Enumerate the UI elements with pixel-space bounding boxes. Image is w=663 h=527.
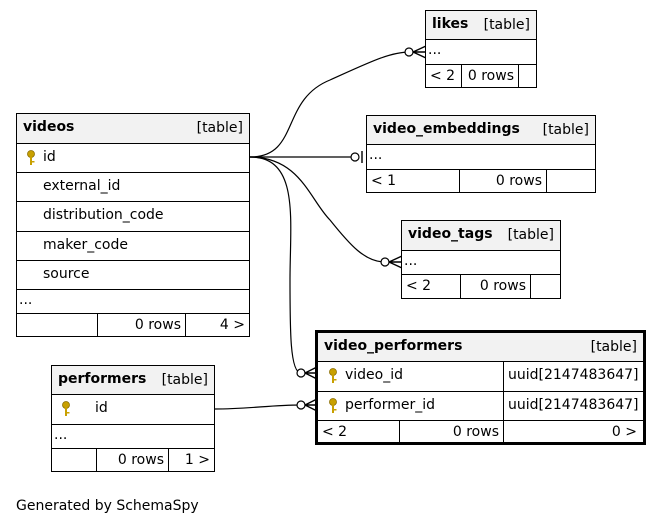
table-videos[interactable]: videos [table] id external_id distributi… bbox=[16, 113, 250, 337]
column-name: performer_id bbox=[345, 397, 436, 413]
table-type: [table] bbox=[542, 122, 589, 138]
column-row: distribution_code bbox=[17, 202, 249, 232]
column-row: external_id bbox=[17, 173, 249, 202]
column-row: id bbox=[17, 144, 249, 173]
table-name: video_tags bbox=[408, 226, 493, 242]
column-type: uuid[2147483647] bbox=[503, 392, 643, 420]
footer-parents: < 2 bbox=[406, 278, 432, 294]
more-columns: ... bbox=[17, 290, 249, 314]
key-icon bbox=[329, 368, 337, 383]
table-name: video_embeddings bbox=[373, 121, 520, 137]
column-name: maker_code bbox=[43, 237, 128, 253]
column-name: distribution_code bbox=[43, 207, 164, 223]
table-header: likes [table] bbox=[426, 11, 536, 40]
table-name: videos bbox=[23, 119, 75, 135]
table-footer: < 2 0 rows bbox=[426, 65, 536, 87]
table-footer: 0 rows 1 > bbox=[52, 449, 214, 471]
link-videos-video-tags bbox=[249, 156, 386, 263]
more-columns: ... bbox=[402, 251, 560, 275]
column-name: id bbox=[95, 400, 108, 416]
generated-by-text: Generated by SchemaSpy bbox=[16, 498, 199, 514]
table-header: video_embeddings [table] bbox=[367, 116, 595, 145]
table-type: [table] bbox=[483, 17, 530, 33]
table-video-embeddings[interactable]: video_embeddings [table] ... < 1 0 rows bbox=[366, 115, 596, 193]
table-video-performers[interactable]: video_performers [table] video_id uuid[2… bbox=[315, 330, 646, 445]
table-type: [table] bbox=[161, 372, 208, 388]
table-video-tags[interactable]: video_tags [table] ... < 2 0 rows bbox=[401, 220, 561, 299]
column-name: video_id bbox=[345, 367, 404, 383]
footer-rows: 0 rows bbox=[452, 424, 499, 440]
footer-rows: 0 rows bbox=[479, 278, 526, 294]
table-name: performers bbox=[58, 371, 147, 387]
footer-rows: 0 rows bbox=[117, 452, 164, 468]
key-icon bbox=[27, 150, 35, 165]
link-performers-video-performers bbox=[213, 404, 302, 410]
footer-children: 0 > bbox=[611, 424, 637, 440]
footer-children: 4 > bbox=[219, 317, 245, 333]
table-footer: < 2 0 rows 0 > bbox=[318, 421, 643, 442]
footer-rows: 0 rows bbox=[495, 173, 542, 189]
footer-parents: < 2 bbox=[322, 424, 348, 440]
more-columns: ... bbox=[426, 40, 536, 65]
column-row: id bbox=[52, 395, 214, 425]
footer-children: 1 > bbox=[184, 452, 210, 468]
key-icon bbox=[62, 401, 70, 416]
column-row: video_id uuid[2147483647] bbox=[318, 362, 643, 392]
table-type: [table] bbox=[590, 339, 637, 355]
link-videos-likes bbox=[249, 51, 411, 158]
column-row: maker_code bbox=[17, 232, 249, 261]
table-header: videos [table] bbox=[17, 114, 249, 144]
table-footer: < 2 0 rows bbox=[402, 275, 560, 298]
table-name: likes bbox=[432, 16, 469, 32]
table-performers[interactable]: performers [table] id ... 0 rows 1 > bbox=[51, 365, 215, 472]
more-columns: ... bbox=[367, 145, 595, 170]
column-row: source bbox=[17, 261, 249, 290]
table-header: video_performers [table] bbox=[318, 333, 643, 362]
table-name: video_performers bbox=[324, 338, 463, 354]
column-name: source bbox=[43, 266, 90, 282]
table-footer: < 1 0 rows bbox=[367, 170, 595, 192]
footer-rows: 0 rows bbox=[134, 317, 181, 333]
more-columns: ... bbox=[52, 425, 214, 449]
table-header: video_tags [table] bbox=[402, 221, 560, 251]
column-type: uuid[2147483647] bbox=[503, 362, 643, 391]
footer-parents: < 1 bbox=[371, 173, 397, 189]
table-header: performers [table] bbox=[52, 366, 214, 395]
footer-parents: < 2 bbox=[430, 68, 456, 84]
table-type: [table] bbox=[507, 227, 554, 243]
table-footer: 0 rows 4 > bbox=[17, 314, 249, 336]
table-type: [table] bbox=[196, 120, 243, 136]
key-icon bbox=[329, 398, 337, 413]
table-likes[interactable]: likes [table] ... < 2 0 rows bbox=[425, 10, 537, 88]
column-row: performer_id uuid[2147483647] bbox=[318, 392, 643, 421]
link-videos-video-performers bbox=[249, 156, 302, 374]
footer-rows: 0 rows bbox=[467, 68, 514, 84]
column-name: id bbox=[43, 149, 56, 165]
column-name: external_id bbox=[43, 178, 121, 194]
